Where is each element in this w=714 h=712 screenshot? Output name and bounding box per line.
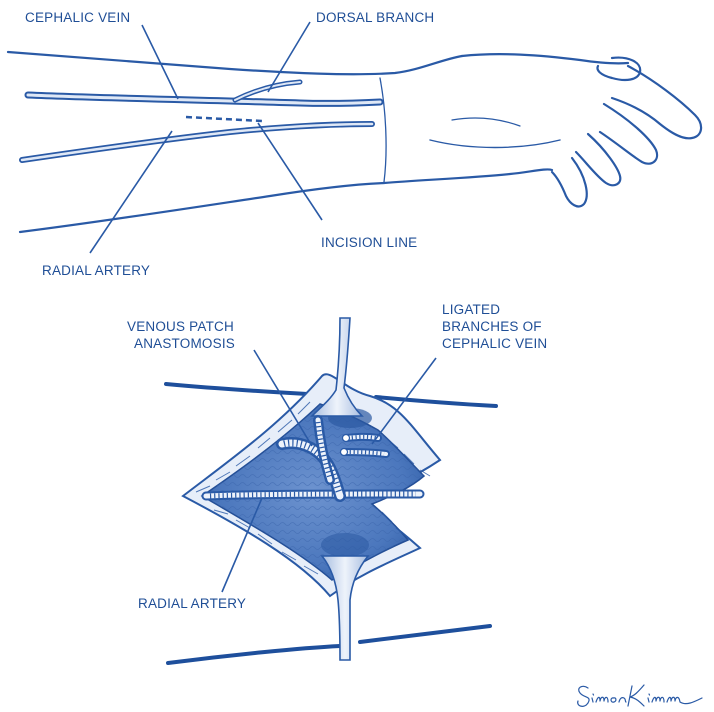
radial-artery-vessel-top bbox=[22, 124, 372, 160]
label-radial-artery-bottom: RADIAL ARTERY bbox=[138, 595, 246, 612]
label-ligated-line3: CEPHALIC VEIN bbox=[442, 335, 547, 352]
label-cephalic-vein: CEPHALIC VEIN bbox=[25, 9, 130, 26]
label-radial-artery-top: RADIAL ARTERY bbox=[42, 262, 150, 279]
label-ligated-line1: LIGATED bbox=[442, 301, 500, 318]
dorsal-branch-vessel bbox=[235, 82, 300, 100]
incision-dashed-line bbox=[186, 117, 262, 121]
label-ligated-line2: BRANCHES OF bbox=[442, 318, 542, 335]
label-dorsal-branch: DORSAL BRANCH bbox=[316, 9, 434, 26]
label-incision-line: INCISION LINE bbox=[321, 234, 417, 251]
forearm-outline bbox=[8, 52, 701, 232]
label-venous-patch-line2: ANASTOMOSIS bbox=[134, 335, 235, 352]
radial-artery-surgical bbox=[206, 494, 420, 496]
label-venous-patch-line1: VENOUS PATCH bbox=[127, 318, 234, 335]
artist-signature bbox=[574, 676, 706, 712]
surgical-wound bbox=[183, 374, 440, 596]
cephalic-vein-vessel bbox=[28, 95, 380, 103]
